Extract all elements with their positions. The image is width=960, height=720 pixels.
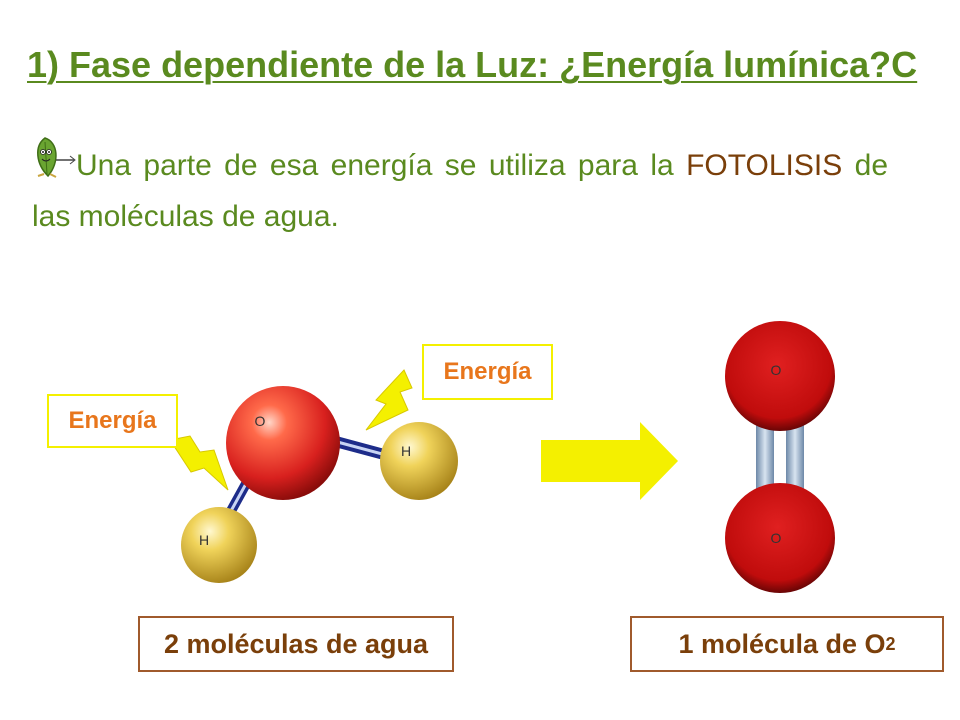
leaf-bullet-icon <box>37 137 76 178</box>
paragraph-text-2: de las moléculas de agua. <box>32 149 889 233</box>
lightning-bolt-icon <box>169 435 229 491</box>
water-caption: 2 moléculas de agua <box>138 616 454 672</box>
energy-label-right: Energía <box>422 344 553 400</box>
water-oxygen-atom <box>226 386 340 500</box>
water-hydrogen-right-atom <box>380 422 458 500</box>
energy-label-left: Energía <box>47 394 178 448</box>
o2-bottom-oxygen-atom <box>725 483 835 593</box>
water-oxygen-label: O <box>255 413 266 429</box>
o2-caption-text: 1 molécula de O <box>678 628 886 659</box>
lightning-bolt-icon <box>365 369 413 431</box>
body-paragraph: Una parte de esa energía se utiliza para… <box>32 140 888 242</box>
o2-top-oxygen-label: O <box>771 362 782 378</box>
fotolisis-term: FOTOLISIS <box>686 149 843 182</box>
o2-caption-subscript: 2 <box>885 633 896 654</box>
slide-title: 1) Fase dependiente de la Luz: ¿Energía … <box>27 44 918 85</box>
water-hydrogen-right-label: H <box>401 443 411 459</box>
right-arrow-icon <box>541 422 678 500</box>
water-hydrogen-left-label: H <box>199 532 209 548</box>
paragraph-text-1: Una parte de esa energía se utiliza para… <box>76 149 674 182</box>
water-hydrogen-left-atom <box>181 507 257 583</box>
o2-top-oxygen-atom <box>725 321 835 431</box>
o2-bottom-oxygen-label: O <box>771 530 782 546</box>
